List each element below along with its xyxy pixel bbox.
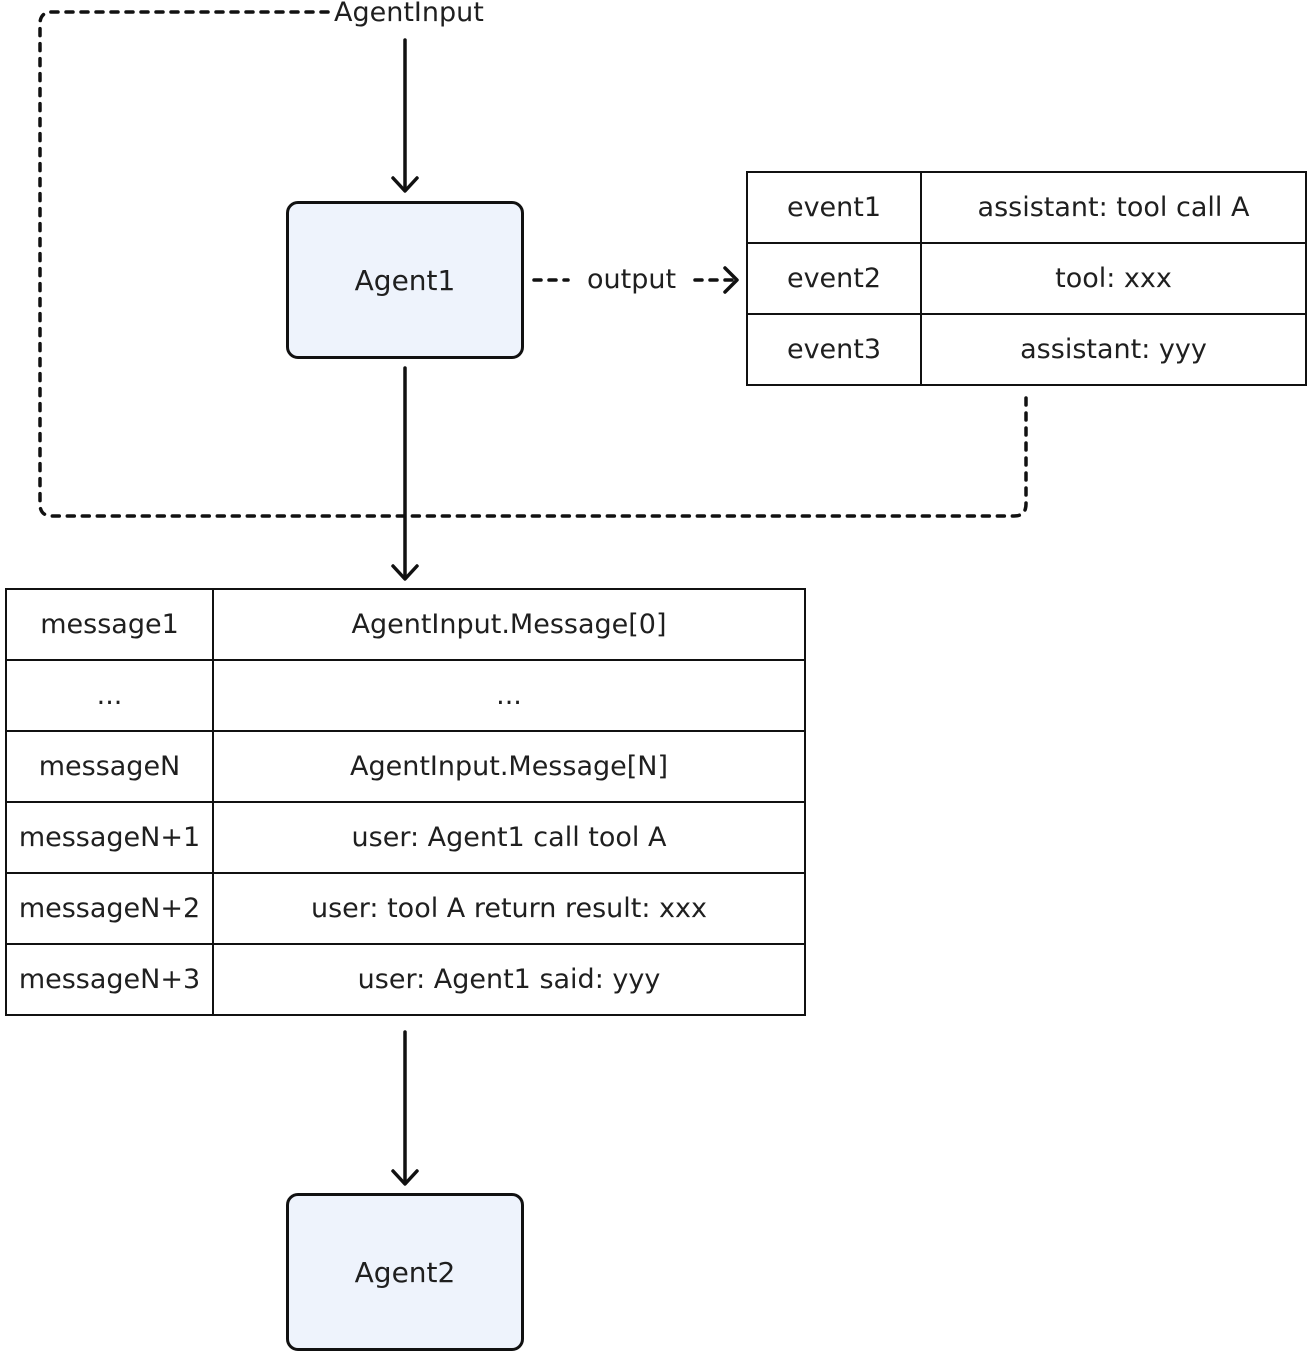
table-row: event1 assistant: tool call A: [746, 171, 1307, 244]
table-row: message1 AgentInput.Message[0]: [5, 588, 806, 661]
message-content-cell: AgentInput.Message[N]: [212, 730, 806, 803]
agent-input-label: AgentInput: [332, 0, 486, 28]
event-name-cell: event3: [746, 313, 922, 386]
table-row: ... ...: [5, 659, 806, 732]
event-content-cell: assistant: tool call A: [920, 171, 1307, 244]
message-name-cell: ...: [5, 659, 214, 732]
message-name-cell: messageN+1: [5, 801, 214, 874]
event-name-cell: event1: [746, 171, 922, 244]
message-content-cell: user: tool A return result: xxx: [212, 872, 806, 945]
message-name-cell: messageN+2: [5, 872, 214, 945]
agent1-node: Agent1: [286, 201, 524, 359]
agent1-label: Agent1: [354, 263, 456, 297]
message-content-cell: AgentInput.Message[0]: [212, 588, 806, 661]
message-name-cell: messageN: [5, 730, 214, 803]
agent2-node: Agent2: [286, 1193, 524, 1351]
event-content-cell: tool: xxx: [920, 242, 1307, 315]
table-down-arrowhead: [391, 1169, 419, 1186]
message-name-cell: messageN+3: [5, 943, 214, 1016]
event-name-cell: event2: [746, 242, 922, 315]
table-row: messageN+2 user: tool A return result: x…: [5, 872, 806, 945]
table-row: event2 tool: xxx: [746, 242, 1307, 315]
message-name-cell: message1: [5, 588, 214, 661]
input-arrowhead: [391, 176, 419, 193]
message-content-cell: user: Agent1 said: yyy: [212, 943, 806, 1016]
event-content-cell: assistant: yyy: [920, 313, 1307, 386]
agent1-down-arrowhead: [391, 564, 419, 581]
message-table: message1 AgentInput.Message[0] ... ... m…: [5, 588, 806, 1016]
event-dashed-path: [403, 396, 1028, 518]
message-content-cell: user: Agent1 call tool A: [212, 801, 806, 874]
table-row: messageN+3 user: Agent1 said: yyy: [5, 943, 806, 1016]
table-row: messageN+1 user: Agent1 call tool A: [5, 801, 806, 874]
agent2-label: Agent2: [354, 1255, 456, 1289]
output-label: output: [583, 266, 681, 293]
output-arrowhead: [723, 266, 739, 294]
message-content-cell: ...: [212, 659, 806, 732]
event-table: event1 assistant: tool call A event2 too…: [746, 171, 1307, 386]
table-row: event3 assistant: yyy: [746, 313, 1307, 386]
table-row: messageN AgentInput.Message[N]: [5, 730, 806, 803]
